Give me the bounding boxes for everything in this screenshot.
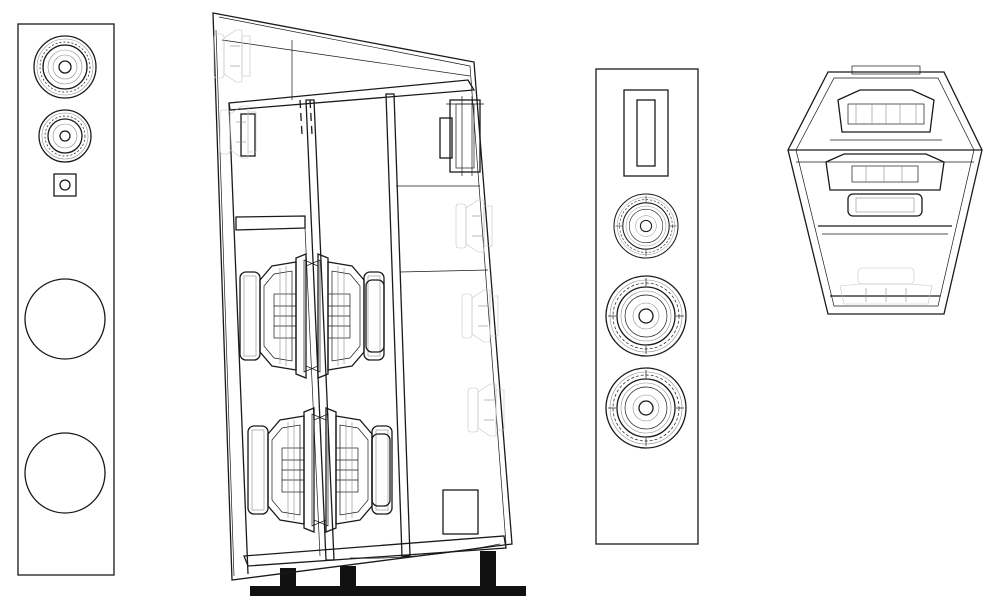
front-view — [17, 23, 115, 576]
side-rear-tweeter — [439, 96, 484, 176]
top-driver-lower — [839, 267, 933, 305]
front-midrange-driver — [38, 109, 92, 163]
front-baffle — [17, 23, 115, 576]
rear-panel — [595, 68, 699, 545]
rear-driver-top — [613, 193, 679, 259]
rear-port-outer — [623, 89, 669, 177]
top-driver-middle — [825, 153, 945, 217]
side-woofer-upper-left — [239, 253, 321, 379]
cabinet-outline — [212, 12, 513, 581]
top-driver-upper — [830, 89, 942, 141]
front-supertweeter — [53, 173, 77, 197]
front-woofer-lower — [24, 432, 106, 514]
front-tweeter-driver — [33, 35, 97, 99]
rear-driver-middle — [605, 275, 687, 357]
rear-driver-bottom — [605, 367, 687, 449]
foot-middle — [340, 566, 356, 588]
front-woofer-upper — [24, 278, 106, 360]
foot-rear — [480, 551, 496, 588]
top-view — [787, 65, 983, 315]
rear-view — [595, 68, 699, 545]
foot-front — [280, 568, 296, 588]
plinth — [250, 586, 526, 596]
rear-port-inner — [636, 99, 656, 167]
side-section-view — [212, 12, 526, 596]
